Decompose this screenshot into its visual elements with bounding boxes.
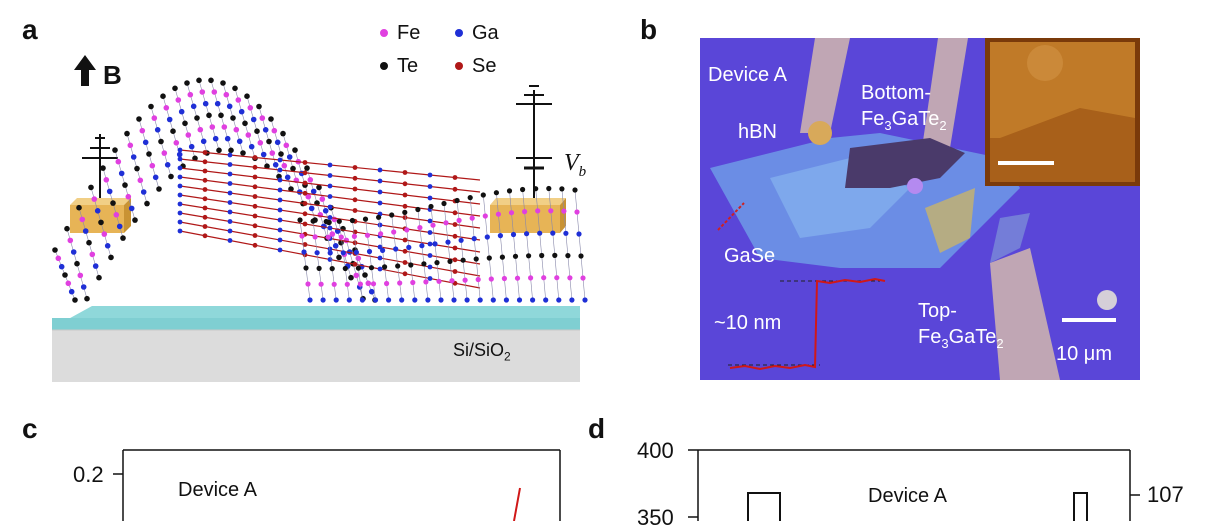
c-curve xyxy=(513,487,521,521)
label-gase: GaSe xyxy=(724,245,776,267)
bias-label: Vb xyxy=(564,150,587,180)
panel-a-schematic xyxy=(52,29,588,382)
top-electrode-2 xyxy=(922,38,968,148)
label-bottom-fgt: Bottom- Fe3GaTe2 xyxy=(861,82,947,133)
field-arrow-icon xyxy=(74,55,96,86)
label-hbn: hBN xyxy=(738,121,777,143)
legend-te-label: Te xyxy=(397,55,419,77)
d-tick-partial: 350 xyxy=(637,505,674,530)
panel-c-letter: c xyxy=(22,413,38,444)
substrate-label: Si/SiO2 xyxy=(453,340,511,364)
legend-ga-label: Ga xyxy=(472,22,499,44)
top-electrode-1 xyxy=(800,38,850,133)
panel-d-letter: d xyxy=(588,413,606,444)
legend-ga-dot xyxy=(455,29,463,37)
d-bar-right xyxy=(1073,492,1088,521)
height-profile xyxy=(728,277,886,371)
left-electrode xyxy=(70,134,131,233)
panel-c-plot xyxy=(113,449,561,521)
d-bar-left xyxy=(747,492,781,521)
lattice-structure xyxy=(52,77,588,303)
field-label: B xyxy=(103,60,122,90)
height-trace xyxy=(729,277,886,371)
label-scalebar: 10 μm xyxy=(1056,343,1112,365)
legend-fe-dot xyxy=(380,29,388,37)
optical-micrograph xyxy=(700,38,1140,380)
si-substrate xyxy=(52,330,580,382)
legend-se-label: Se xyxy=(472,55,497,77)
sio2-layer xyxy=(52,318,580,330)
legend-se-dot xyxy=(455,62,463,70)
panel-a-letter: a xyxy=(22,14,38,45)
right-electrode xyxy=(490,85,566,233)
legend-te-dot xyxy=(380,62,388,70)
bottom-electrode xyxy=(990,248,1060,380)
legend-fe-label: Fe xyxy=(397,22,421,44)
d-device-label: Device A xyxy=(868,485,947,507)
c-tick-label: 0.2 xyxy=(73,462,104,487)
c-device-label: Device A xyxy=(178,479,257,501)
panel-b-letter: b xyxy=(640,14,658,45)
label-thickness: ~10 nm xyxy=(714,312,782,334)
bottom-fgt-flake xyxy=(845,138,965,188)
d-right-tick: 107 xyxy=(1147,482,1184,507)
d-tick-top: 400 xyxy=(637,438,674,463)
label-top-fgt: Top- Fe3GaTe2 xyxy=(918,300,1004,351)
panel-d-plot xyxy=(688,449,1140,521)
label-device-b: Device A xyxy=(708,64,787,86)
linecut-marker xyxy=(717,202,745,231)
